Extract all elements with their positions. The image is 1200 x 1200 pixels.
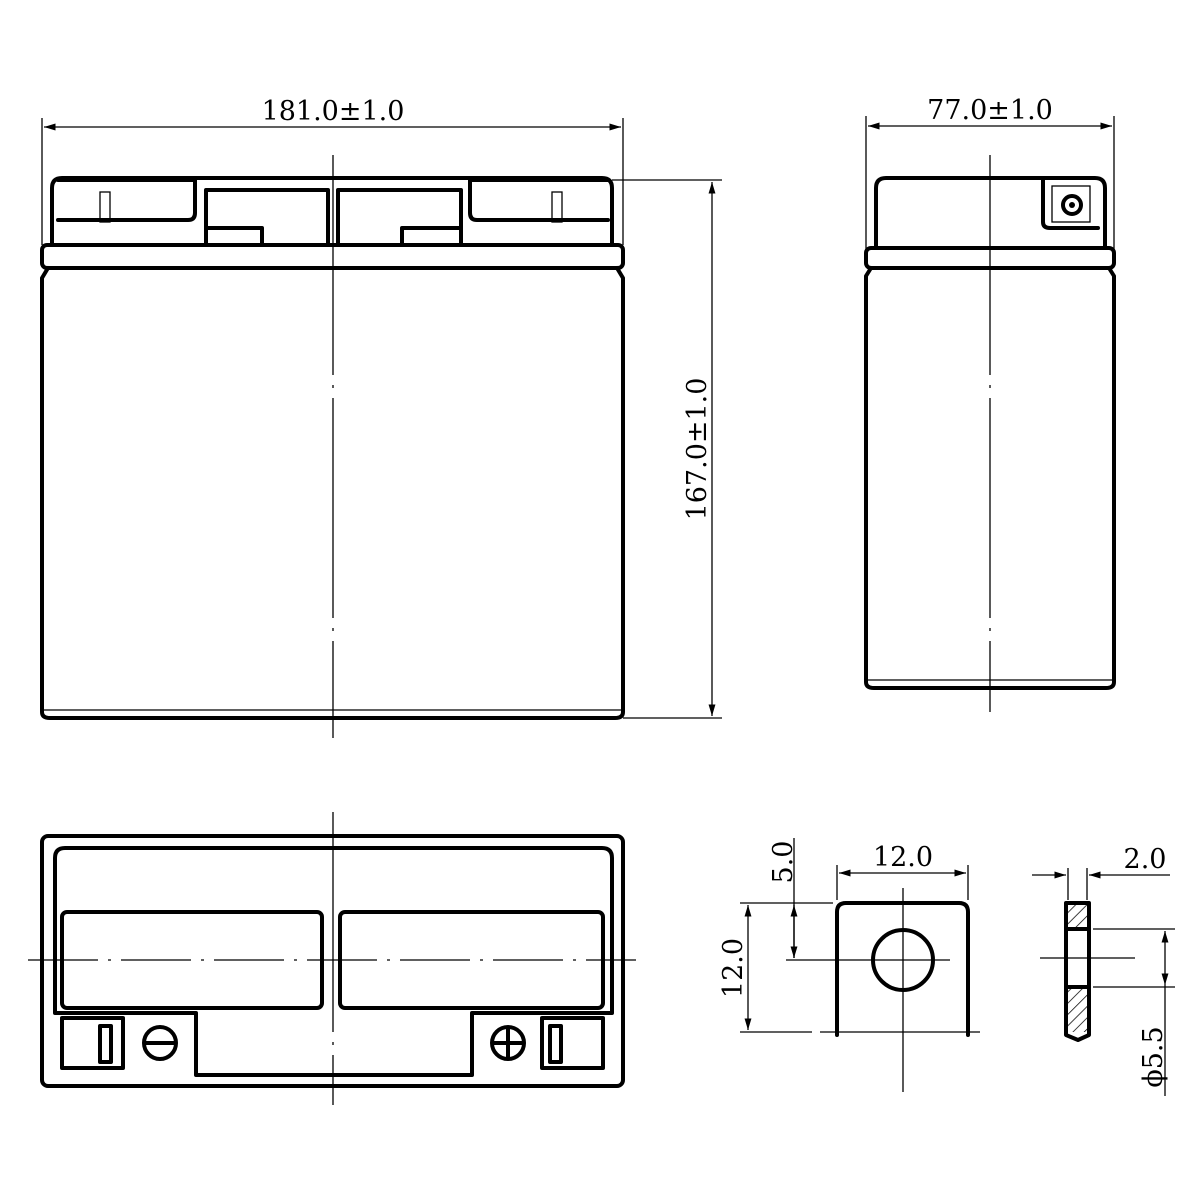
top-view	[28, 812, 636, 1105]
terminal-detail-side: 2.0 ϕ5.5	[1032, 844, 1175, 1096]
terminal-height-dimension: 12.0	[718, 938, 749, 998]
side-view: 77.0±1.0	[864, 95, 1116, 712]
hole-offset-dimension: 5.0	[768, 841, 799, 884]
positive-terminal-icon	[490, 1025, 526, 1061]
side-width-dimension: 77.0±1.0	[927, 95, 1053, 126]
front-width-dimension: 181.0±1.0	[262, 96, 405, 127]
terminal-width-dimension: 12.0	[873, 842, 933, 873]
terminal-thickness-dimension: 2.0	[1124, 844, 1167, 875]
front-height-dimension: 167.0±1.0	[682, 378, 713, 521]
hole-diameter-dimension: ϕ5.5	[1138, 1026, 1169, 1087]
negative-terminal-icon	[142, 1025, 178, 1061]
terminal-detail-front: 12.0 5.0 12.0	[718, 838, 980, 1092]
front-view: 181.0±1.0 167.0±1.0	[40, 96, 722, 738]
